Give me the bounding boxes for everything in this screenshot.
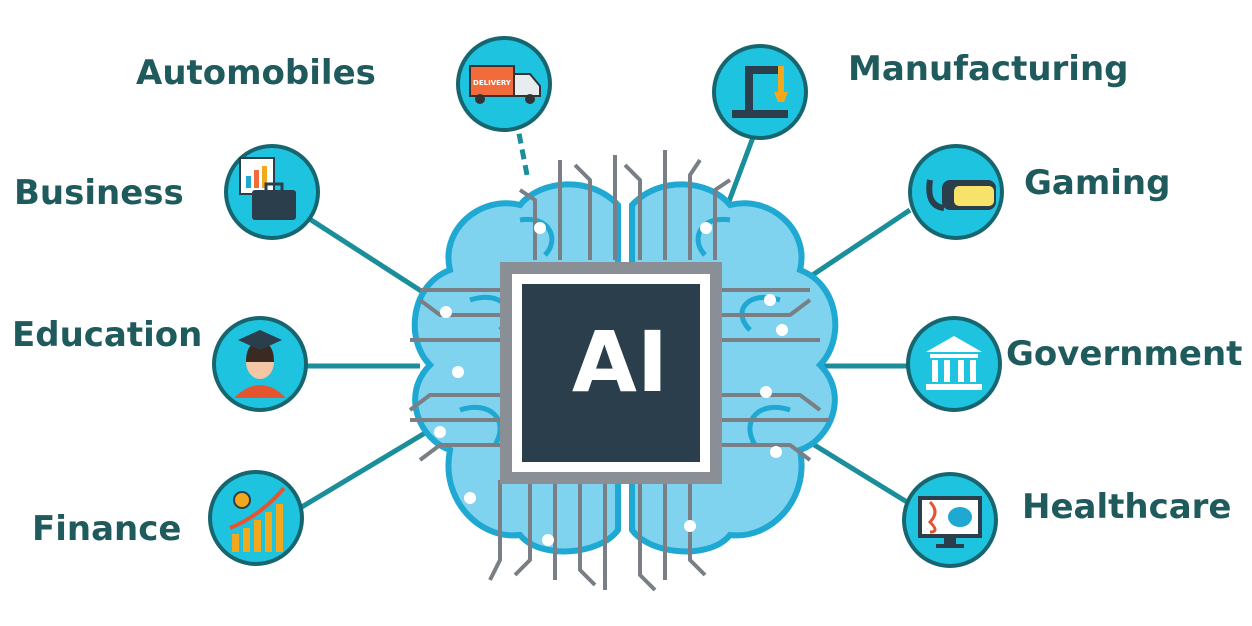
vr-headset-icon (926, 179, 996, 211)
label-finance: Finance (32, 509, 182, 549)
circuit-wires (408, 150, 830, 592)
ai-chip (500, 262, 722, 484)
growth-chart-icon (229, 486, 286, 552)
ai-chip-label: AI (571, 313, 669, 411)
gaming-circle (908, 144, 1004, 240)
label-healthcare: Healthcare (1022, 487, 1232, 527)
circuit-dots (434, 222, 788, 546)
delivery-truck-icon: DELIVERY (469, 65, 541, 104)
label-automobiles: Automobiles (136, 53, 376, 93)
healthcare-circle (902, 472, 998, 568)
medical-monitor-icon (918, 496, 982, 548)
government-building-icon (926, 336, 982, 390)
robot-arm-icon (732, 66, 788, 118)
graduate-icon (234, 330, 286, 398)
label-gaming: Gaming (1024, 163, 1171, 203)
label-manufacturing: Manufacturing (848, 49, 1129, 89)
label-government: Government (1006, 334, 1243, 374)
label-education: Education (12, 315, 203, 355)
label-business: Business (14, 173, 184, 213)
truck-sign: DELIVERY (473, 79, 512, 87)
government-circle (906, 316, 1002, 412)
education-circle (212, 316, 308, 412)
briefcase-chart-icon (239, 157, 296, 220)
business-circle (224, 144, 320, 240)
finance-circle (208, 470, 304, 566)
automobiles-circle: DELIVERY (456, 36, 552, 132)
manufacturing-circle (712, 44, 808, 140)
